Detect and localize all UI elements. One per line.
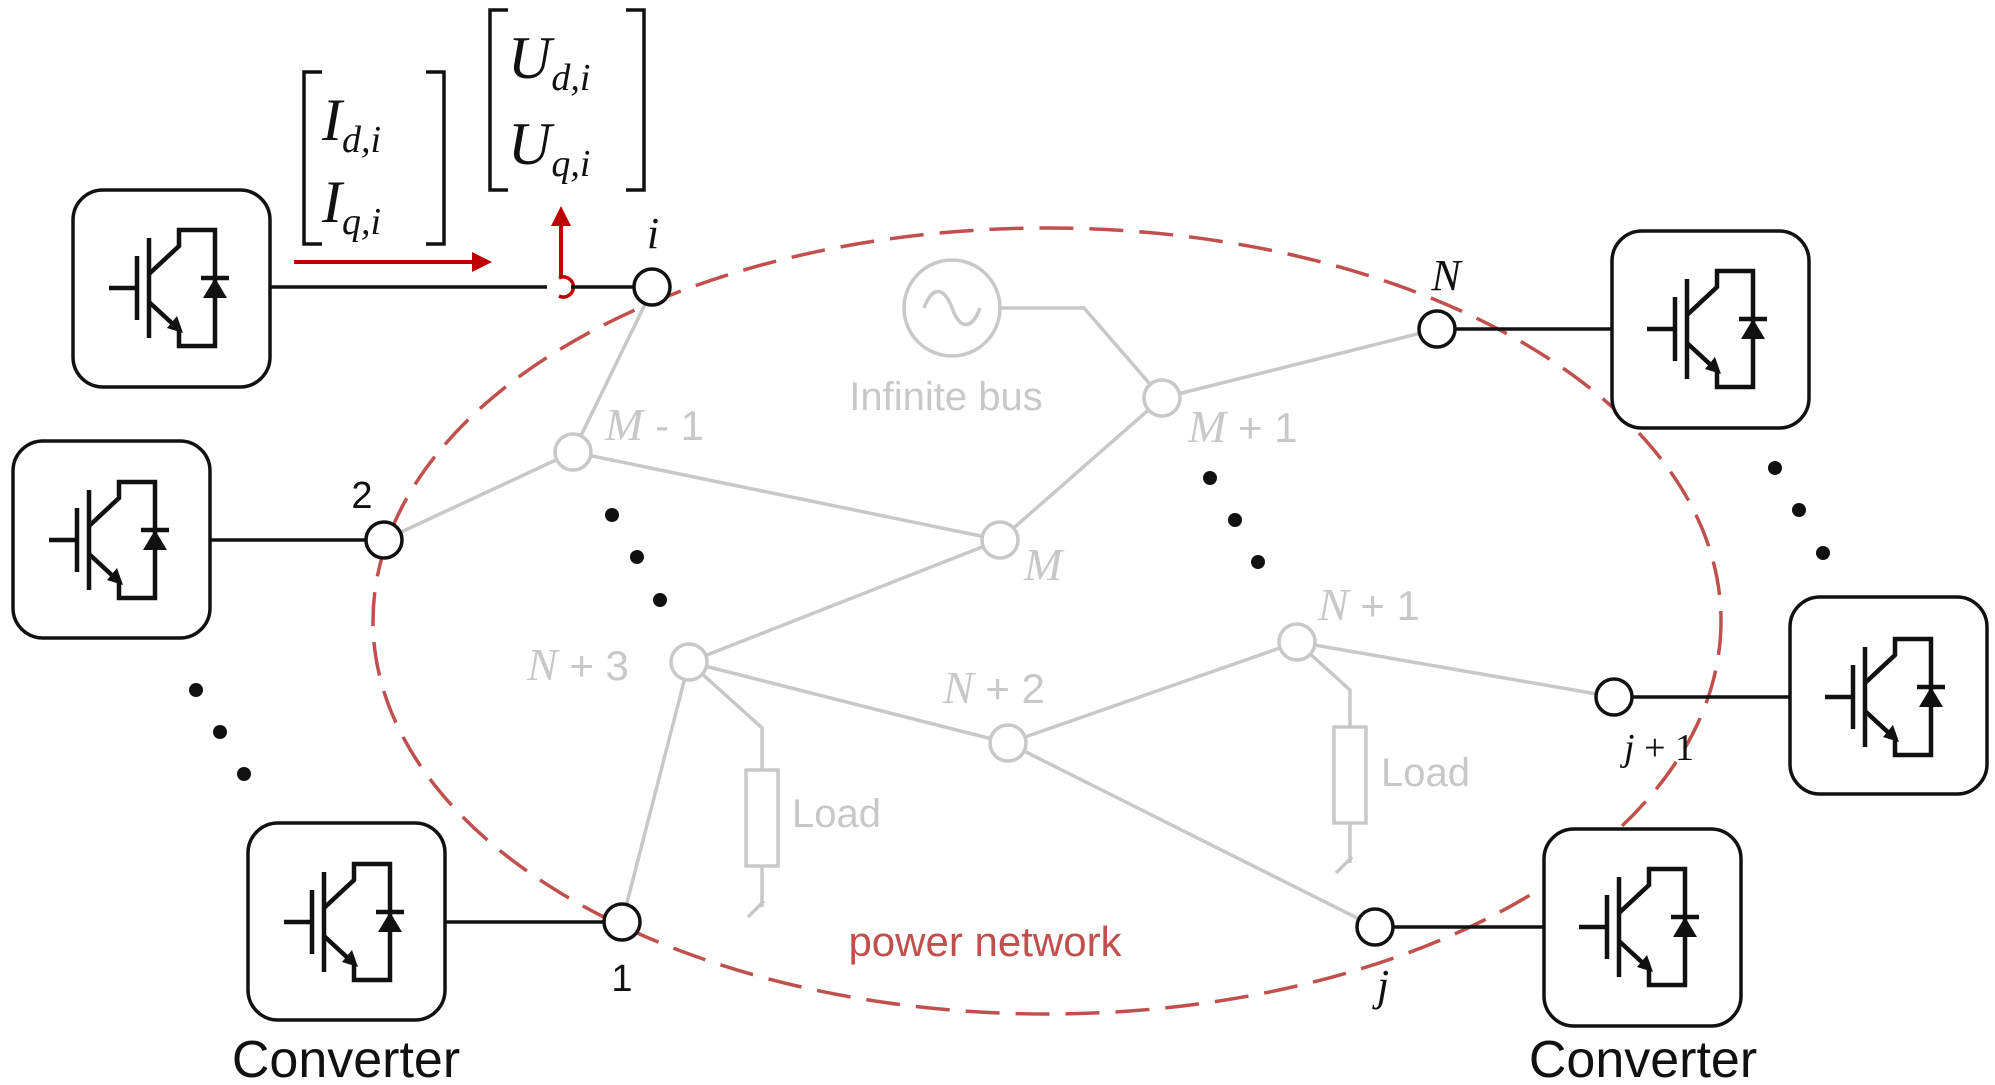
converter-1 xyxy=(246,821,447,1022)
infinite-bus-source-icon xyxy=(902,258,1002,358)
svg-text:Id,i: Id,i xyxy=(321,87,381,161)
bus-label-j: j xyxy=(1372,961,1389,1010)
converter-label-right: Converter xyxy=(1529,1031,1757,1085)
bus-1-node xyxy=(602,902,642,942)
converter-i xyxy=(71,188,272,389)
ellipsis-inner-left-dots xyxy=(605,508,667,607)
node-n-plus-1 xyxy=(1277,622,1317,662)
voltage-vector: Ud,i Uq,i xyxy=(488,8,646,192)
label-n-plus-3: N + 3 xyxy=(526,639,629,690)
bus-j-plus-1-node xyxy=(1594,677,1634,717)
svg-text:Uq,i: Uq,i xyxy=(508,111,590,185)
svg-text:Ud,i: Ud,i xyxy=(508,25,590,99)
bus-i-node xyxy=(632,267,672,307)
bus-label-1: 1 xyxy=(611,958,632,1000)
infinite-bus-label: Infinite bus xyxy=(849,375,1042,419)
converter-j-plus-1 xyxy=(1788,595,1989,796)
bus-label-i: i xyxy=(647,209,659,258)
ellipsis-right-dots xyxy=(1768,461,1830,560)
node-n-plus-3 xyxy=(669,642,709,682)
load-label-1: Load xyxy=(792,792,881,836)
node-m xyxy=(980,520,1020,560)
load-label-2: Load xyxy=(1381,751,1470,795)
bus-label-j-plus-1: j + 1 xyxy=(1619,727,1694,769)
label-m: M xyxy=(1023,539,1065,590)
node-m-plus-1 xyxy=(1142,378,1182,418)
bus-2-node xyxy=(364,520,404,560)
node-m-minus-1 xyxy=(553,432,593,472)
label-n-plus-1: N + 1 xyxy=(1317,579,1420,630)
bus-label-2: 2 xyxy=(351,475,372,517)
label-m-minus-1: M - 1 xyxy=(604,399,704,450)
node-n-plus-2 xyxy=(988,723,1028,763)
ellipsis-left-dots xyxy=(189,683,251,781)
bus-n-node xyxy=(1417,309,1457,349)
svg-text:Iq,i: Iq,i xyxy=(321,169,381,243)
internal-network-lines xyxy=(383,289,1615,929)
bus-j-node xyxy=(1355,907,1395,947)
current-vector: Id,i Iq,i xyxy=(302,70,446,246)
label-n-plus-2: N + 2 xyxy=(942,662,1045,713)
converter-label-left: Converter xyxy=(232,1031,460,1085)
network-label: power network xyxy=(848,918,1122,965)
label-m-plus-1: M + 1 xyxy=(1187,401,1298,452)
bus-label-n: N xyxy=(1430,251,1463,300)
converter-j xyxy=(1542,827,1743,1028)
converter-n xyxy=(1610,229,1811,430)
ellipsis-inner-right-dots xyxy=(1203,471,1265,569)
converter-2 xyxy=(11,439,212,640)
network-boundary xyxy=(371,226,1723,1016)
